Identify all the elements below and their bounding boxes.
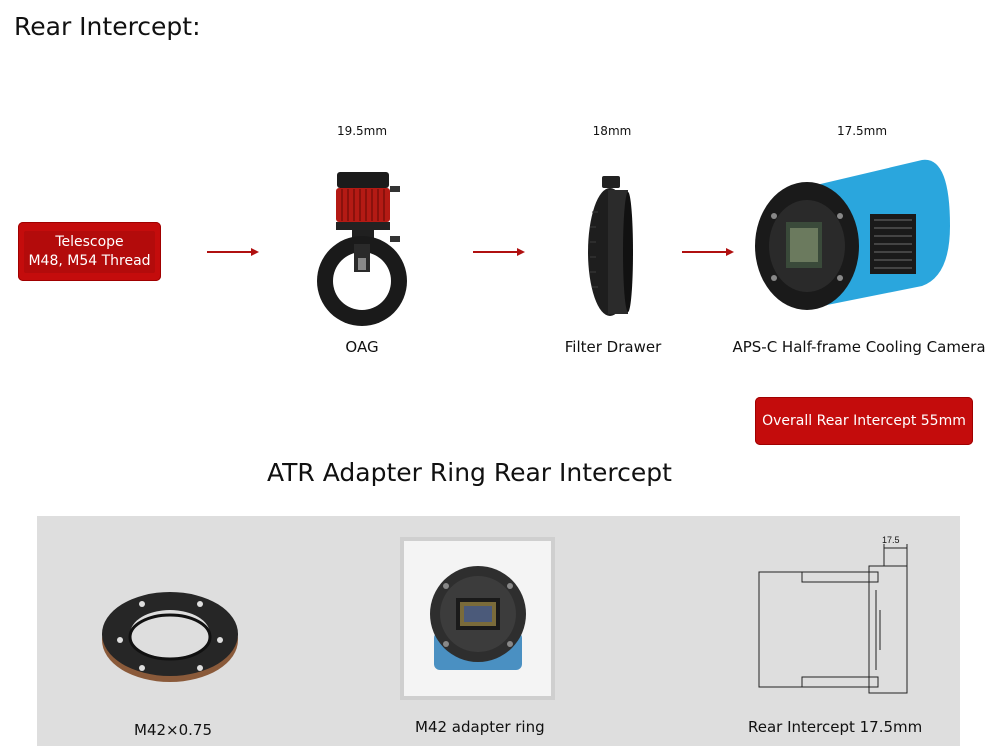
overall-intercept-badge: Overall Rear Intercept 55mm xyxy=(755,397,973,445)
oag-image xyxy=(317,172,407,326)
camera-dimension: 17.5mm xyxy=(836,124,888,138)
m42-adapter-label: M42 adapter ring xyxy=(415,718,545,736)
camera-label: APS-C Half-frame Cooling Camera xyxy=(732,338,986,356)
filter-drawer-image xyxy=(588,176,633,316)
filter-drawer-label: Filter Drawer xyxy=(564,338,662,356)
drawing-dimension-label: 17.5 xyxy=(882,535,900,545)
adapter-ring-image xyxy=(102,592,238,682)
arrow-right-icon xyxy=(473,248,525,256)
filter-drawer-dimension: 18mm xyxy=(592,124,632,138)
arrow-right-icon xyxy=(207,248,259,256)
camera-image xyxy=(755,159,950,310)
oag-label: OAG xyxy=(345,338,379,356)
arrow-right-icon xyxy=(682,248,734,256)
telescope-thread-label: M48, M54 Thread xyxy=(28,252,151,269)
rear-intercept-label: Rear Intercept 17.5mm xyxy=(748,718,923,736)
oag-dimension: 19.5mm xyxy=(336,124,388,138)
telescope-label: Telescope xyxy=(55,233,124,250)
rear-intercept-drawing: 17.5 xyxy=(758,535,908,694)
atr-section-title: ATR Adapter Ring Rear Intercept xyxy=(267,458,672,487)
m42-adapter-image xyxy=(430,566,526,670)
telescope-box: Telescope M48, M54 Thread xyxy=(18,222,161,281)
adapter-ring-label: M42×0.75 xyxy=(134,721,212,739)
page-title: Rear Intercept: xyxy=(14,12,201,41)
